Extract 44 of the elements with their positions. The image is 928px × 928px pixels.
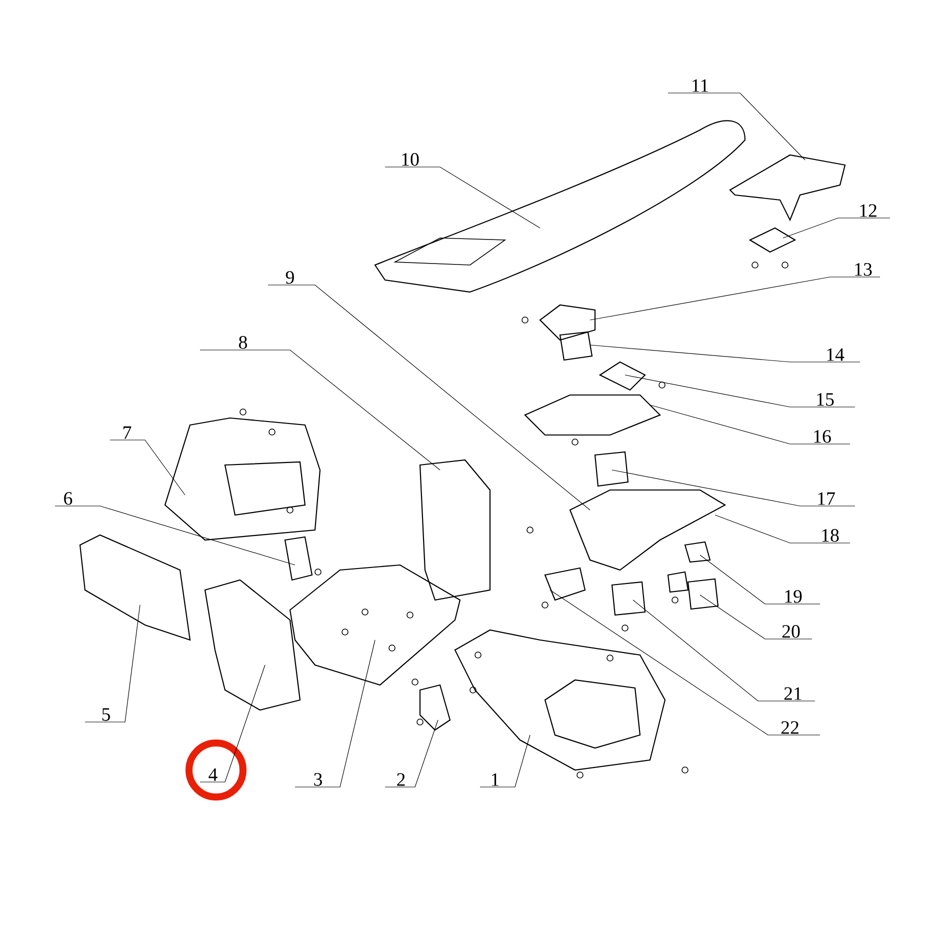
leader-line <box>384 720 438 788</box>
callout-number: 15 <box>817 393 834 406</box>
leader-line <box>384 166 540 228</box>
leader-line <box>54 506 296 566</box>
callout-number: 10 <box>402 153 419 166</box>
leader-line <box>550 590 820 736</box>
leader-line <box>650 404 850 444</box>
callout-number: 12 <box>860 204 876 217</box>
callout-number: 5 <box>102 708 110 721</box>
leader-line <box>632 600 816 702</box>
callout-number: 17 <box>818 492 835 505</box>
callout-number: 21 <box>784 687 802 700</box>
leader-line <box>714 514 850 544</box>
callout-number: 1 <box>492 773 499 786</box>
leader-line <box>294 640 376 788</box>
callout-number: 11 <box>692 79 708 92</box>
leader-line <box>700 594 812 640</box>
callout-number: 6 <box>64 492 72 505</box>
callout-number: 13 <box>855 263 872 276</box>
leader-line <box>668 92 806 160</box>
leader-line <box>590 344 860 362</box>
leader-line <box>200 350 440 470</box>
callout-number: 19 <box>785 590 802 603</box>
leader-line <box>84 604 140 722</box>
leader-line <box>612 470 856 506</box>
callout-number: 7 <box>124 426 132 439</box>
leader-line <box>268 284 590 510</box>
leader-line <box>590 276 880 320</box>
leader-line <box>624 374 856 408</box>
callout-number: 22 <box>781 721 798 734</box>
callout-number: 4 <box>208 768 218 781</box>
leader-line <box>200 664 266 782</box>
leader-line <box>700 554 820 604</box>
callout-number: 3 <box>314 773 322 786</box>
callout-number: 8 <box>239 336 247 349</box>
callout-number: 18 <box>822 529 839 542</box>
callout-number: 2 <box>397 773 405 786</box>
callout-number: 20 <box>782 625 800 638</box>
leader-line <box>480 734 530 788</box>
leader-line <box>110 440 186 496</box>
callout-number: 9 <box>286 271 294 284</box>
callout-number: 16 <box>814 430 831 443</box>
leader-line <box>782 218 890 238</box>
callout-number: 14 <box>827 348 844 361</box>
